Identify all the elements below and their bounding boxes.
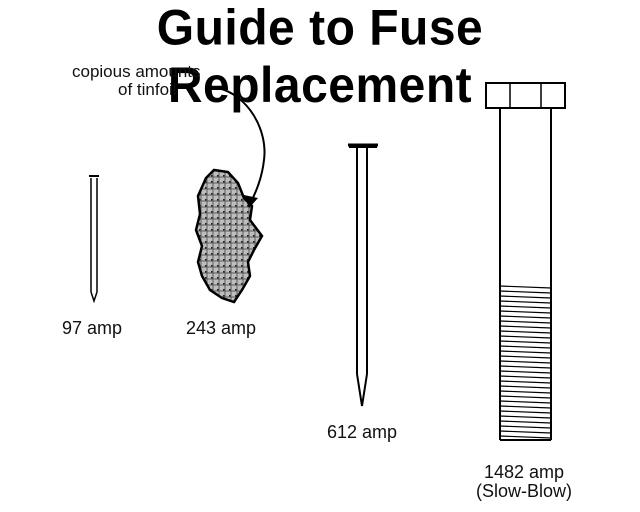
- bolt-thread-line: [499, 320, 552, 324]
- bolt-icon: [485, 82, 566, 441]
- bolt-thread-line: [499, 415, 552, 419]
- bolt-thread-line: [499, 360, 552, 364]
- nail-icon: [348, 143, 378, 407]
- page-title: Guide to Fuse Replacement: [156, 0, 484, 114]
- bolt-thread-line: [499, 290, 552, 294]
- bolt-thread-line: [499, 385, 552, 389]
- label-243-amp: 243 amp: [186, 318, 257, 338]
- bolt-thread-line: [499, 355, 552, 359]
- bolt-thread-line: [499, 390, 552, 394]
- annotation-line-1: copious amounts: [72, 62, 201, 81]
- bolt-thread-line: [499, 335, 552, 339]
- bolt-thread-line: [499, 300, 552, 304]
- label-612-amp: 612 amp: [327, 422, 398, 442]
- bolt-thread-line: [499, 380, 552, 384]
- tinfoil-wad-icon: [194, 168, 264, 304]
- bolt-thread-line: [499, 400, 552, 404]
- bolt-thread-line: [499, 330, 552, 334]
- bolt-thread-line: [499, 345, 552, 349]
- label-1482-amp: 1482 amp: [484, 462, 565, 482]
- bolt-thread-line: [499, 375, 552, 379]
- bolt-thread-line: [499, 350, 552, 354]
- bolt-thread-line: [499, 420, 552, 424]
- bolt-thread-line: [499, 285, 552, 289]
- label-slow-blow: (Slow-Blow): [476, 481, 573, 501]
- paperclip-wire-icon: [89, 175, 99, 304]
- label-97-amp: 97 amp: [62, 318, 123, 338]
- bolt-thread-line: [499, 340, 552, 344]
- bolt-thread-line: [499, 410, 552, 414]
- bolt-thread-line: [499, 395, 552, 399]
- curved-arrow-icon: [217, 87, 266, 208]
- bolt-thread-line: [499, 295, 552, 299]
- annotation-line-2: of tinfoil: [118, 80, 177, 99]
- bolt-thread-line: [499, 305, 552, 309]
- bolt-thread-line: [499, 435, 552, 439]
- bolt-thread-line: [499, 370, 552, 374]
- bolt-thread-line: [499, 310, 552, 314]
- bolt-thread-line: [499, 365, 552, 369]
- bolt-thread-line: [499, 315, 552, 319]
- bolt-thread-line: [499, 405, 552, 409]
- bolt-thread-line: [499, 325, 552, 329]
- bolt-thread-line: [499, 425, 552, 429]
- bolt-thread-line: [499, 430, 552, 434]
